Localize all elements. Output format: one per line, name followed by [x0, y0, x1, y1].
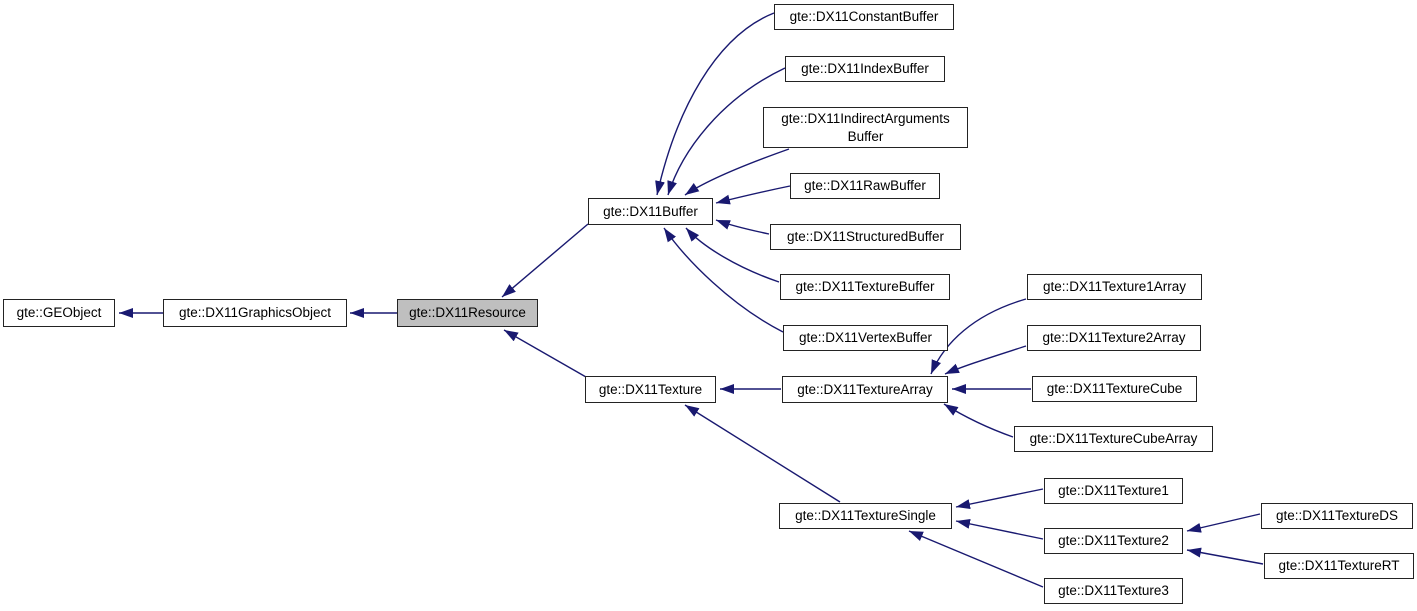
class-node-gte-dx11texturesingle[interactable]: gte::DX11TextureSingle	[779, 503, 952, 529]
class-node-label: gte::DX11Texture2Array	[1042, 330, 1186, 346]
class-node-label: gte::DX11TextureRT	[1278, 558, 1400, 574]
class-node-label: gte::DX11RawBuffer	[804, 178, 926, 194]
class-node-gte-dx11texture1[interactable]: gte::DX11Texture1	[1044, 478, 1183, 504]
class-node-label: gte::DX11Texture	[598, 381, 703, 397]
class-node-label: gte::DX11TextureCubeArray	[1029, 431, 1198, 447]
class-node-label: gte::DX11Resource	[409, 305, 526, 321]
class-node-gte-dx11texturecube[interactable]: gte::DX11TextureCube	[1032, 376, 1197, 402]
class-node-gte-dx11constantbuffer[interactable]: gte::DX11ConstantBuffer	[774, 4, 954, 30]
class-node-gte-dx11texture3[interactable]: gte::DX11Texture3	[1044, 578, 1183, 604]
class-node-gte-dx11vertexbuffer[interactable]: gte::DX11VertexBuffer	[783, 325, 948, 351]
class-node-label: gte::DX11StructuredBuffer	[786, 229, 945, 245]
inheritance-edge-buffer-to-resource	[501, 223, 589, 298]
class-node-gte-dx11graphicsobject[interactable]: gte::DX11GraphicsObject	[163, 299, 347, 327]
class-node-label: gte::DX11TextureCube	[1046, 381, 1183, 397]
inheritance-edge-texturebuffer-to-buffer	[685, 227, 780, 283]
class-node-gte-dx11rawbuffer[interactable]: gte::DX11RawBuffer	[790, 173, 940, 199]
class-node-gte-geobject[interactable]: gte::GEObject	[3, 299, 115, 327]
class-node-gte-dx11texture[interactable]: gte::DX11Texture	[585, 376, 716, 403]
class-node-gte-dx11indirectargumentsbuffer[interactable]: gte::DX11IndirectArguments Buffer	[763, 107, 968, 148]
inheritance-edge-texturesingle-to-texture	[684, 404, 841, 503]
inheritance-edge-indirectargumentsbuffer-to-buffer	[684, 148, 790, 196]
class-node-label: gte::DX11Texture1	[1058, 483, 1169, 499]
inheritance-edge-texturert-to-texture2	[1186, 547, 1264, 565]
inheritance-edge-rawbuffer-to-buffer	[715, 185, 791, 205]
class-node-label: gte::DX11Texture2	[1058, 533, 1169, 549]
class-node-label: gte::DX11GraphicsObject	[178, 305, 332, 321]
class-node-gte-dx11textureds[interactable]: gte::DX11TextureDS	[1261, 503, 1413, 529]
class-node-gte-dx11texturearray[interactable]: gte::DX11TextureArray	[782, 376, 948, 403]
class-node-label: gte::DX11ConstantBuffer	[789, 9, 939, 25]
class-node-label: gte::DX11TextureDS	[1275, 508, 1399, 524]
class-node-gte-dx11texturert[interactable]: gte::DX11TextureRT	[1264, 553, 1414, 579]
inheritance-edge-texture1-to-texturesingle	[955, 488, 1044, 510]
class-node-gte-dx11texture2array[interactable]: gte::DX11Texture2Array	[1027, 325, 1201, 351]
class-node-label: gte::DX11TextureArray	[797, 381, 933, 397]
class-node-label: gte::DX11Buffer	[603, 203, 698, 219]
inheritance-edge-texture2array-to-texturearray	[944, 345, 1027, 375]
inheritance-edge-constantbuffer-to-buffer	[655, 12, 775, 196]
class-node-gte-dx11resource: gte::DX11Resource	[397, 299, 538, 327]
class-node-label: gte::DX11IndexBuffer	[801, 61, 929, 77]
class-node-label: gte::DX11Texture3	[1058, 583, 1169, 599]
class-node-gte-dx11texturebuffer[interactable]: gte::DX11TextureBuffer	[780, 274, 950, 300]
class-node-gte-dx11texturecubearray[interactable]: gte::DX11TextureCubeArray	[1014, 426, 1213, 452]
inheritance-edge-texture3-to-texturesingle	[908, 530, 1044, 588]
inheritance-edge-texture-to-resource	[503, 329, 587, 378]
class-node-label: gte::DX11TextureBuffer	[795, 279, 935, 295]
class-node-label: gte::DX11VertexBuffer	[798, 330, 933, 346]
class-node-label: gte::DX11IndirectArguments Buffer	[781, 110, 950, 144]
inheritance-edge-textureds-to-texture2	[1186, 513, 1261, 533]
inheritance-edge-texturecubearray-to-texturearray	[943, 403, 1014, 438]
inheritance-edge-structuredbuffer-to-buffer	[715, 219, 770, 235]
class-node-label: gte::DX11TextureSingle	[795, 508, 936, 524]
class-node-gte-dx11texture1array[interactable]: gte::DX11Texture1Array	[1027, 274, 1202, 300]
class-node-label: gte::GEObject	[16, 305, 102, 321]
class-node-gte-dx11structuredbuffer[interactable]: gte::DX11StructuredBuffer	[770, 224, 961, 250]
inheritance-edge-vertexbuffer-to-buffer	[663, 227, 784, 333]
class-node-gte-dx11indexbuffer[interactable]: gte::DX11IndexBuffer	[785, 56, 945, 82]
class-node-gte-dx11texture2[interactable]: gte::DX11Texture2	[1044, 528, 1183, 554]
class-node-label: gte::DX11Texture1Array	[1042, 279, 1187, 295]
class-node-gte-dx11buffer[interactable]: gte::DX11Buffer	[588, 198, 713, 225]
inheritance-edge-texture2-to-texturesingle	[955, 518, 1044, 540]
